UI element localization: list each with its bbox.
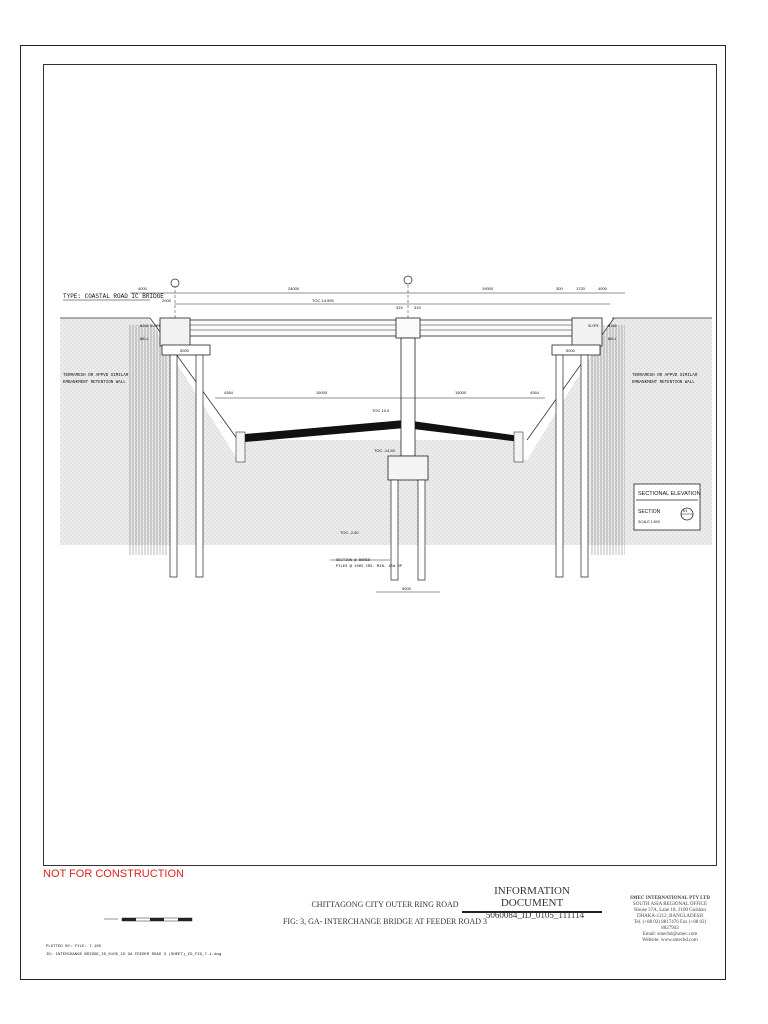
- left-pile-2: [195, 354, 204, 578]
- right-pilecap: [551, 344, 601, 356]
- company-line: SOUTH ASIA REGIONAL OFFICE: [632, 902, 708, 907]
- left-retention-wall: [128, 325, 168, 555]
- level-toc-ground: TOC -2.50: [340, 530, 359, 535]
- right-wall-label-2: EMBANKMENT RETENTION WALL: [632, 381, 695, 385]
- left-wall-label-2: EMBANKMENT RETENTION WALL: [63, 381, 126, 385]
- section-title-block: [633, 483, 701, 531]
- left-pilecap: [161, 344, 211, 356]
- grid-marker-pier: [403, 275, 413, 285]
- level-toc-deck: TOC 14.995: [312, 298, 334, 303]
- dim-label-300: 300: [556, 286, 563, 291]
- left-abutment: [159, 317, 191, 347]
- pile-note-1: SECTION @ BORED: [336, 558, 371, 563]
- dim-label-315-a: 315: [396, 305, 403, 310]
- company-block: SMEC INTERNATIONAL PTY LTD SOUTH ASIA RE…: [630, 896, 710, 944]
- company-line: Website: www.smecbd.com: [642, 938, 698, 943]
- section-scale: SCALE 1:500: [638, 520, 660, 524]
- dim-label-pile-5000: 5000: [402, 586, 412, 591]
- pier-head: [395, 317, 421, 339]
- document-number: 5060084_ID_0105_111114: [485, 910, 585, 920]
- dim-label-4000-right: 4000: [598, 286, 608, 291]
- type-label: TYPE: COASTAL ROAD IC BRIDGE: [63, 293, 164, 300]
- company-line: House 37A, Lane 18, 2100 Gulshan: [634, 908, 706, 913]
- pier-column: [400, 337, 416, 457]
- right-abutment: [571, 317, 603, 347]
- section-title: SECTIONAL ELEVATION: [638, 491, 701, 497]
- pier-pile-1: [390, 479, 399, 581]
- pier-pilecap: [387, 455, 429, 481]
- right-pile-2: [580, 354, 589, 578]
- bridge-deck: [171, 319, 583, 337]
- not-for-construction-stamp: NOT FOR CONSTRUCTION: [43, 868, 184, 880]
- level-toc-pier: TOC 10.0: [372, 408, 390, 413]
- dim-label-15000-right: 15000: [455, 390, 467, 395]
- dim-label-24000: 24000: [288, 286, 300, 291]
- right-wing-label-1: SLOPE: [588, 325, 599, 329]
- pier-pile-2: [417, 479, 426, 581]
- drawing-sheet-border: [20, 45, 726, 980]
- company-line: Email: smecbd@smec.com: [642, 932, 698, 937]
- dim-label-15000-left: 15000: [316, 390, 328, 395]
- road-surface: [245, 420, 520, 442]
- dim-label-right-5000: 5000: [566, 348, 576, 353]
- dim-label-left-5000: 5000: [180, 348, 190, 353]
- dim-label-19000: 19000: [482, 286, 494, 291]
- plot-note-1: PLOTTED BY: FILE: 7.105: [46, 945, 102, 949]
- information-document-title: INFORMATION DOCUMENT: [462, 885, 602, 913]
- road-edge-right: [513, 431, 524, 463]
- company-line: Tel. (+88 02) 8817476 Fax (+88 02) 88279…: [633, 920, 707, 931]
- pile-note-2: PILES @ 1065 CRS. MIN. 45m DP: [336, 564, 403, 569]
- scale-bar: [104, 917, 193, 922]
- right-wing-label-2: WING: [608, 325, 617, 329]
- right-wing-label-3: WALL: [608, 338, 617, 342]
- company-line: DHAKA-1212, BANGLADESH: [636, 914, 704, 919]
- right-retention-wall: [590, 325, 625, 555]
- grid-marker-left: [170, 278, 180, 288]
- plot-note-2: ID: INTERCHANGE BRIDGE_ID_0105_ID GA FEE…: [46, 953, 222, 957]
- left-wing-label-2: SLOPE: [150, 325, 161, 329]
- company-name: SMEC INTERNATIONAL PTY LTD: [630, 896, 710, 901]
- dim-label-4364-left: 4364: [224, 390, 234, 395]
- dim-label-4000-left: 4000: [138, 286, 148, 291]
- left-pile-1: [169, 354, 178, 578]
- left-wing-label-1: WING: [140, 325, 149, 329]
- project-title: CHITTAGONG CITY OUTER RING ROAD: [311, 900, 459, 909]
- road-edge-left: [235, 431, 246, 463]
- left-wing-label-3: WALL: [140, 338, 149, 342]
- figure-title: FIG: 3, GA- INTERCHANGE BRIDGE AT FEEDER…: [282, 917, 488, 926]
- section-number: 01: [683, 508, 688, 513]
- level-toc-cap: TOC -14.50: [374, 448, 396, 453]
- dim-label-2000: 2000: [162, 298, 172, 303]
- section-label: SECTION: [638, 509, 661, 515]
- drawing-frame: [43, 64, 717, 866]
- right-wall-label-1: TERRAMESH OR APPVD SIMILAR: [632, 374, 698, 378]
- right-pile-1: [555, 354, 564, 578]
- dim-label-1720: 1720: [576, 286, 586, 291]
- left-wall-label-1: TERRAMESH OR APPVD SIMILAR: [63, 374, 129, 378]
- ground-fill: [60, 318, 712, 545]
- dim-label-315-b: 315: [414, 305, 421, 310]
- dim-label-4364-right: 4364: [530, 390, 540, 395]
